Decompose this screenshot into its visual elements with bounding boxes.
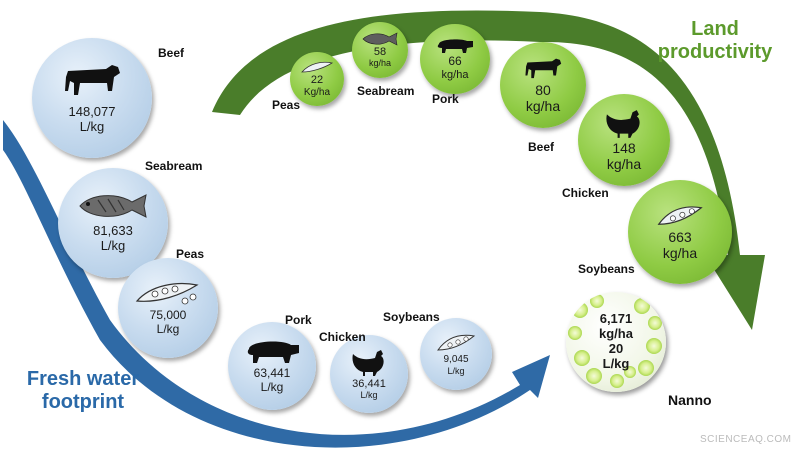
- land-circle-pork: 66 kg/ha: [420, 24, 490, 94]
- nanno-circle: 6,171 kg/ha 20 L/kg: [566, 292, 666, 392]
- land-label-beef: Beef: [528, 140, 555, 154]
- water-value-beef: 148,077: [68, 104, 116, 120]
- nanno-land-value: 6,171: [599, 311, 633, 327]
- nanno-land-unit: kg/ha: [599, 326, 633, 342]
- watermark: SCIENCEAQ.COM: [700, 434, 792, 445]
- water-label-soybeans: Soybeans: [383, 310, 440, 324]
- land-value-chicken: 148: [612, 139, 636, 156]
- water-value-chicken: 36,441: [352, 377, 386, 390]
- nanno-label: Nanno: [668, 392, 712, 408]
- pea-pod-icon: [301, 61, 334, 73]
- land-productivity-title: Land productivity: [657, 18, 773, 63]
- land-unit-peas: Kg/ha: [303, 86, 331, 98]
- land-label-peas: Peas: [272, 98, 301, 112]
- fresh-water-title: Fresh water footprint: [26, 368, 140, 413]
- land-unit-beef: kg/ha: [525, 98, 561, 114]
- land-circle-chicken: 148 kg/ha: [578, 94, 670, 186]
- cow-icon: [525, 58, 562, 79]
- cow-icon: [65, 65, 120, 96]
- fresh-water-arrow: [3, 120, 550, 448]
- water-value-peas: 75,000: [149, 308, 187, 323]
- algae-cell: [648, 316, 662, 330]
- algae-cell: [574, 350, 590, 366]
- algae-cell: [572, 302, 588, 318]
- water-value-pork: 63,441: [253, 366, 291, 381]
- pea-pod-icon: [657, 206, 703, 225]
- land-label-pork: Pork: [432, 92, 459, 106]
- chicken-icon: [606, 110, 640, 138]
- water-label-beef: Beef: [158, 46, 185, 60]
- water-unit-peas: L/kg: [156, 322, 180, 336]
- water-value-seabream: 81,633: [93, 223, 133, 239]
- chicken-icon: [352, 349, 384, 376]
- land-label-soybeans: Soybeans: [578, 262, 635, 276]
- algae-cell: [568, 326, 582, 340]
- algae-cell: [646, 338, 662, 354]
- land-unit-seabream: kg/ha: [368, 58, 392, 69]
- fish-icon: [362, 31, 398, 46]
- algae-cell: [590, 294, 604, 308]
- water-circle-peas: 75,000 L/kg: [118, 258, 218, 358]
- water-circle-pork: 63,441 L/kg: [228, 322, 316, 410]
- water-unit-beef: L/kg: [79, 119, 105, 134]
- land-unit-soybeans: kg/ha: [662, 245, 698, 261]
- water-circle-beef: 148,077 L/kg: [32, 38, 152, 158]
- water-label-chicken: Chicken: [319, 330, 366, 344]
- algae-cell: [610, 374, 624, 388]
- algae-cell: [586, 368, 602, 384]
- algae-cell: [638, 360, 654, 376]
- land-unit-chicken: kg/ha: [606, 156, 642, 172]
- water-label-peas: Peas: [176, 247, 205, 261]
- land-value-peas: 22: [310, 73, 324, 86]
- water-unit-soybeans: L/kg: [447, 365, 465, 376]
- water-circle-soybeans: 9,045 L/kg: [420, 318, 492, 390]
- land-label-chicken: Chicken: [562, 186, 609, 200]
- land-circle-peas: 22 Kg/ha: [290, 52, 344, 106]
- land-circle-beef: 80 kg/ha: [500, 42, 586, 128]
- land-label-seabream: Seabream: [357, 84, 415, 98]
- water-circle-seabream: 81,633 L/kg: [58, 168, 168, 278]
- pea-pod-icon: [437, 334, 476, 351]
- land-value-seabream: 58: [373, 45, 387, 58]
- land-value-beef: 80: [535, 81, 551, 98]
- pea-pod-icon: [135, 283, 199, 305]
- fish-icon: [79, 194, 147, 218]
- land-value-pork: 66: [448, 53, 462, 68]
- nanno-water-value: 20: [608, 341, 624, 356]
- land-circle-soybeans: 663 kg/ha: [628, 180, 732, 284]
- water-unit-chicken: L/kg: [360, 390, 378, 401]
- algae-cell: [634, 298, 650, 314]
- water-value-soybeans: 9,045: [443, 354, 469, 366]
- water-circle-chicken: 36,441 L/kg: [330, 335, 408, 413]
- land-value-soybeans: 663: [668, 228, 692, 245]
- pig-icon: [437, 39, 473, 53]
- pig-icon: [247, 341, 299, 364]
- water-unit-seabream: L/kg: [100, 238, 126, 253]
- water-unit-pork: L/kg: [260, 380, 284, 394]
- nanno-water-unit: L/kg: [602, 355, 630, 371]
- land-unit-pork: kg/ha: [441, 68, 469, 81]
- water-label-pork: Pork: [285, 313, 312, 327]
- algae-cell: [624, 366, 636, 378]
- land-circle-seabream: 58 kg/ha: [352, 22, 408, 78]
- water-label-seabream: Seabream: [145, 159, 203, 173]
